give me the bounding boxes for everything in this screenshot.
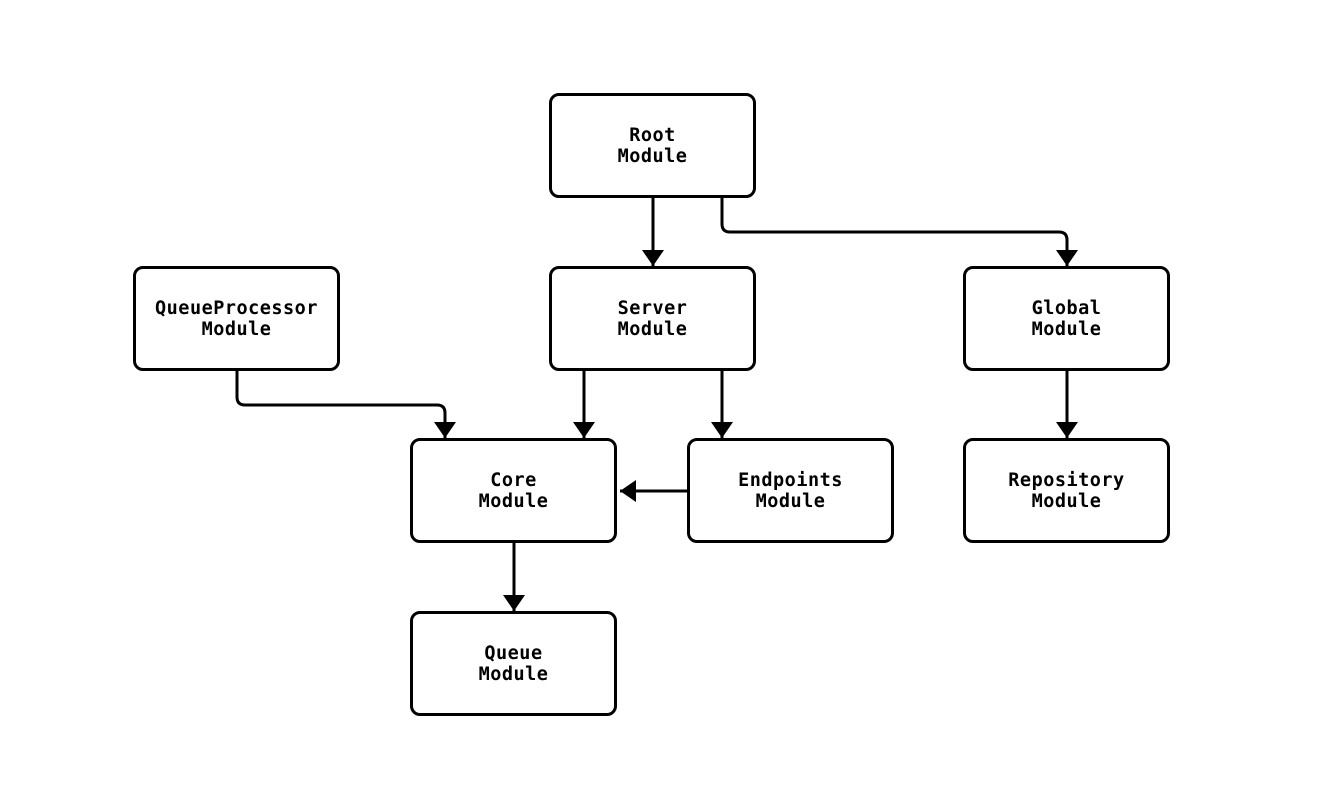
node-queueprocessor-module-label: QueueProcessor Module [155,297,318,340]
node-global-module: Global Module [963,266,1170,371]
node-repository-module: Repository Module [963,438,1170,543]
node-repository-module-label: Repository Module [1008,469,1125,512]
edge-root-to-global [720,198,1078,266]
node-core-module-label: Core Module [478,469,549,512]
node-queue-module-label: Queue Module [478,642,549,685]
node-queue-module: Queue Module [410,611,617,716]
node-root-module-label: Root Module [617,124,688,167]
node-server-module-label: Server Module [617,297,688,340]
node-queueprocessor-module: QueueProcessor Module [133,266,340,371]
node-server-module: Server Module [549,266,756,371]
edge-queueprocessor-to-core [235,371,456,438]
node-root-module: Root Module [549,93,756,198]
node-core-module: Core Module [410,438,617,543]
node-endpoints-module: Endpoints Module [687,438,894,543]
node-global-module-label: Global Module [1031,297,1102,340]
node-endpoints-module-label: Endpoints Module [738,469,843,512]
